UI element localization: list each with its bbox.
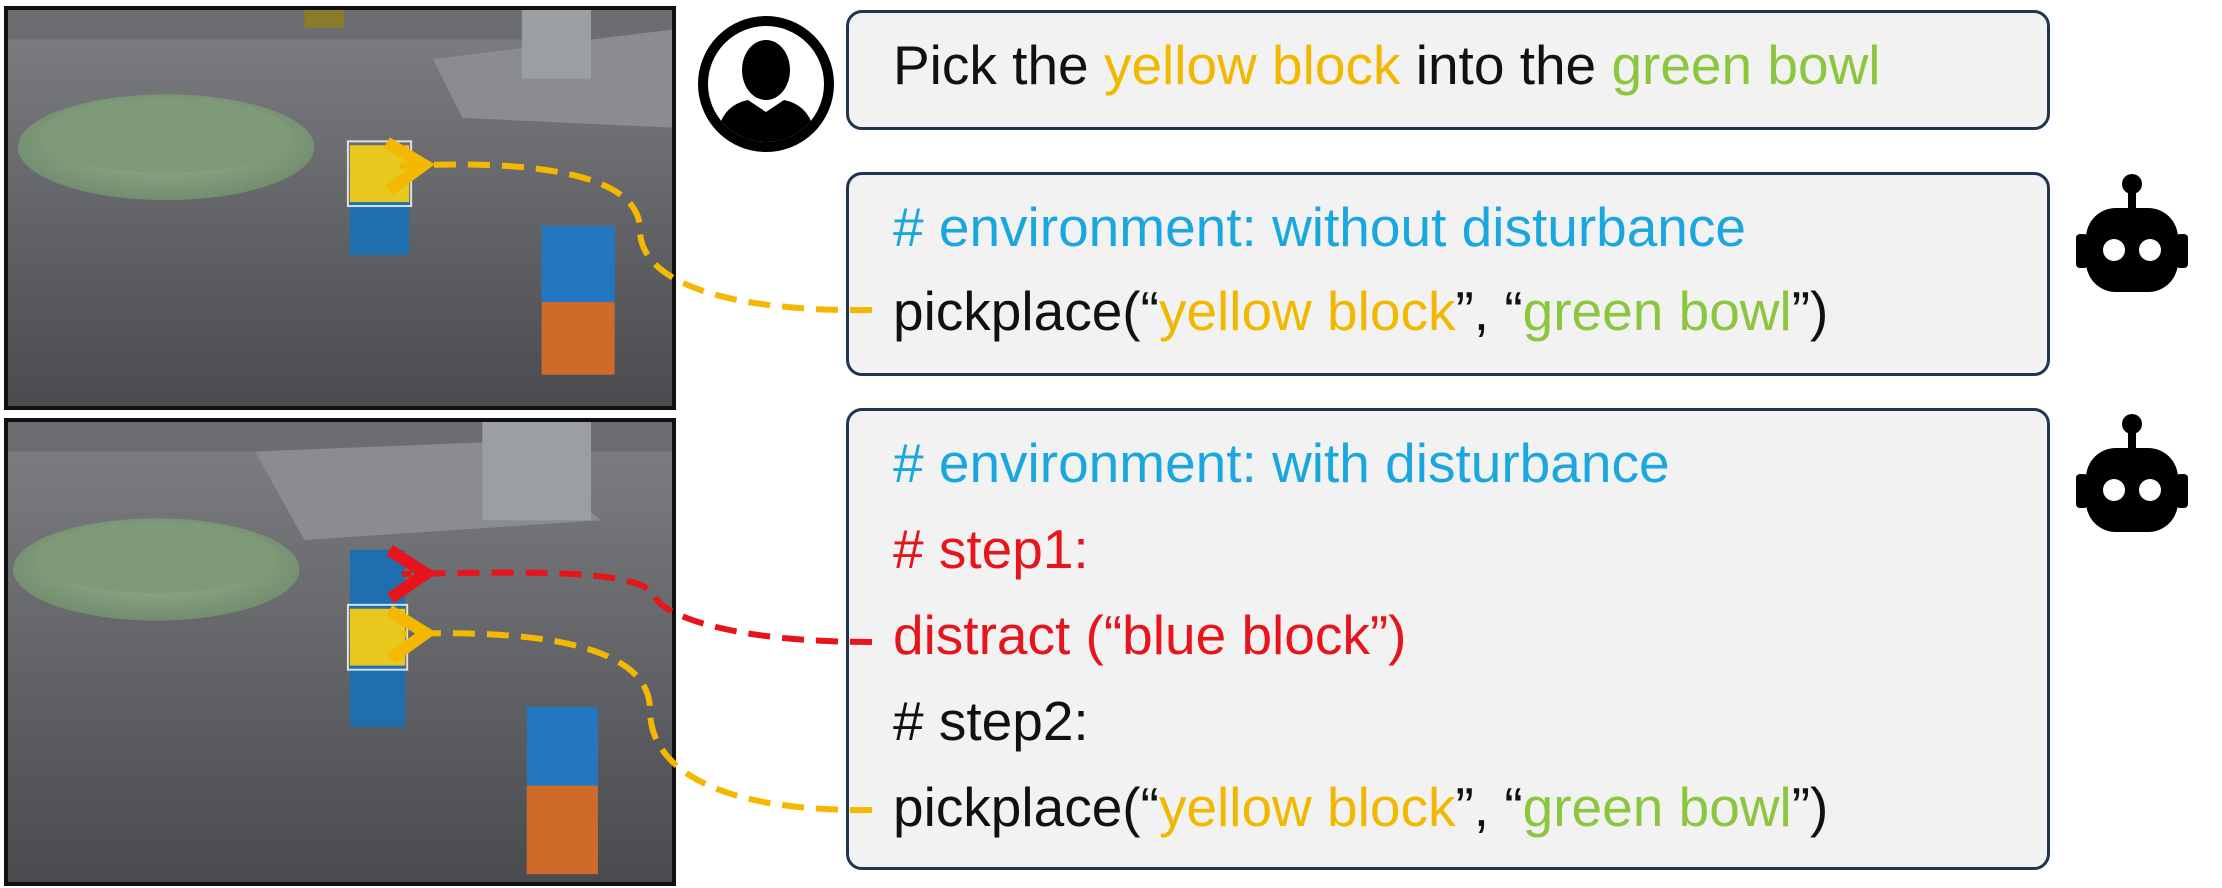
robot-icon	[2076, 412, 2216, 542]
plan-without-disturbance-box: # environment: without disturbance pickp…	[846, 172, 2050, 376]
scene-photo-with-disturbance	[4, 418, 676, 886]
instruction-text: Pick the yellow block into the green bow…	[893, 33, 1881, 97]
pickplace-arg-object: yellow block	[1158, 280, 1456, 342]
instruction-object: yellow block	[1103, 34, 1401, 96]
pickplace-separator: ”, “	[1455, 776, 1523, 838]
pickplace-separator: ”, “	[1455, 280, 1523, 342]
pickplace-call-no-disturbance: pickplace(“yellow block”, “green bowl”)	[893, 279, 1828, 343]
instruction-middle: into the	[1400, 34, 1612, 96]
instruction-prefix: Pick the	[893, 34, 1104, 96]
user-silhouette-icon	[696, 14, 836, 154]
instruction-box: Pick the yellow block into the green bow…	[846, 10, 2050, 130]
scene-photo-without-disturbance	[4, 6, 676, 410]
pickplace-close: ”)	[1791, 776, 1829, 838]
pickplace-call-with-disturbance: pickplace(“yellow block”, “green bowl”)	[893, 775, 1828, 839]
instruction-target: green bowl	[1611, 34, 1881, 96]
step2-comment: # step2:	[893, 690, 1089, 752]
pickplace-arg-target: green bowl	[1522, 280, 1792, 342]
step1-comment: # step1:	[893, 518, 1089, 580]
robot-icon	[2076, 172, 2216, 302]
distract-call: distract (“blue block”)	[893, 604, 1407, 666]
pickplace-open: pickplace(“	[893, 280, 1159, 342]
pickplace-arg-object: yellow block	[1158, 776, 1456, 838]
pickplace-arg-target: green bowl	[1522, 776, 1792, 838]
plan-with-disturbance-box: # environment: with disturbance # step1:…	[846, 408, 2050, 870]
pickplace-open: pickplace(“	[893, 776, 1159, 838]
pickplace-close: ”)	[1791, 280, 1829, 342]
comment-with-disturbance: # environment: with disturbance	[893, 432, 1670, 494]
comment-without-disturbance: # environment: without disturbance	[893, 196, 1746, 258]
